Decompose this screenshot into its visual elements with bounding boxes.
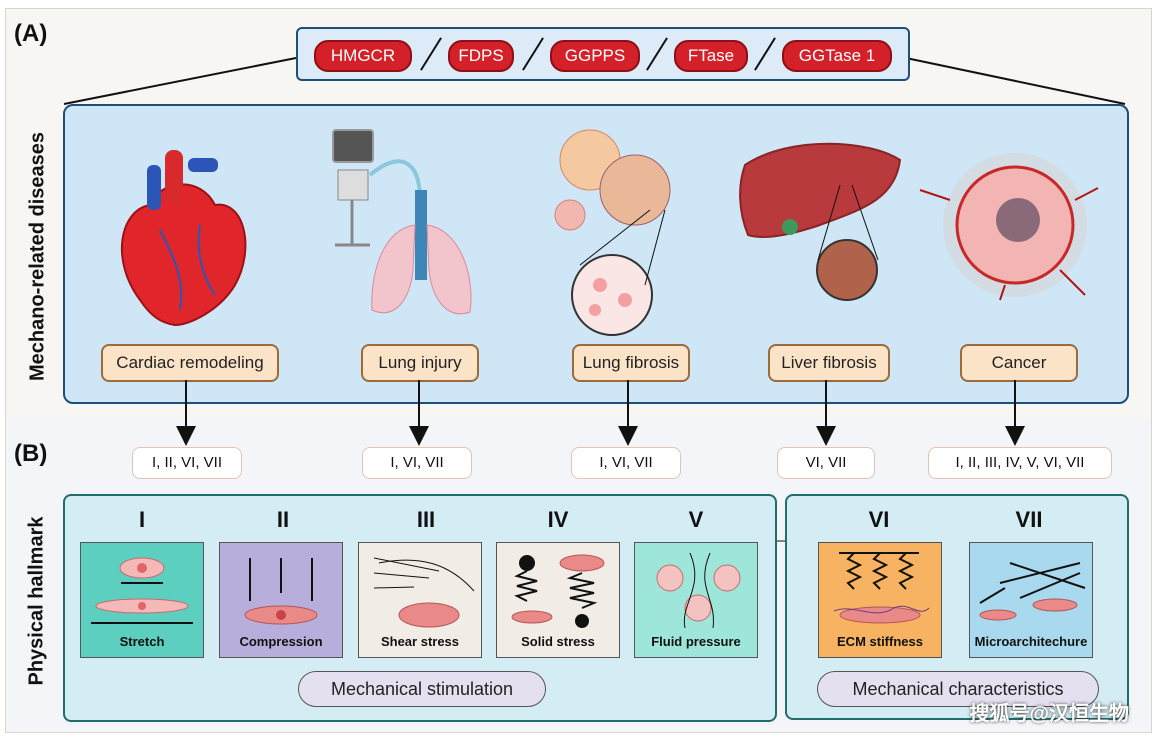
tile-shear-stress: Shear stress (358, 542, 482, 658)
hallmarks-cancer: I, II, III, IV, V, VI, VII (928, 447, 1112, 479)
caption-shear-stress: Shear stress (380, 634, 460, 649)
caption-microarchitecture: Microarchitechure (974, 634, 1088, 649)
disease-cardiac-remodeling: Cardiac remodeling (101, 344, 279, 382)
numeral-iii: III (416, 507, 436, 532)
enzyme-hmgcr: HMGCR (314, 40, 412, 72)
ecm-stiffness-illustration (833, 552, 930, 624)
stretch-illustration (91, 557, 193, 624)
tile-stretch: Stretch (80, 542, 204, 658)
heart-icon (120, 150, 247, 327)
panel-a-label: (A) (14, 20, 48, 47)
numeral-iv: IV (547, 507, 569, 532)
tumor-icon (919, 153, 1099, 301)
enzyme-ftase: FTase (674, 40, 748, 72)
tile-fluid-pressure: Fluid pressure (634, 542, 758, 658)
shear-illustration (373, 557, 475, 628)
hallmarks-liver-fibrosis: VI, VII (777, 447, 875, 479)
enzyme-ggpps: GGPPS (550, 40, 640, 72)
tile-solid-stress: Solid stress (496, 542, 620, 658)
hallmarks-lung-fibrosis: I, VI, VII (571, 447, 681, 479)
caption-ecm-stiffness: ECM stiffness (837, 634, 923, 649)
numeral-vii: VII (1015, 507, 1043, 532)
liver-icon (739, 142, 902, 301)
numeral-v: V (688, 507, 704, 532)
enzyme-bar: HMGCR FDPS GGPPS FTase GGTase 1 (296, 27, 910, 81)
numeral-vi: VI (868, 507, 890, 532)
disease-liver-fibrosis: Liver fibrosis (768, 344, 890, 382)
numeral-ii: II (276, 507, 290, 532)
microarchitecture-illustration (979, 562, 1086, 621)
tile-microarchitecture: Microarchitechure (969, 542, 1093, 658)
tile-ecm-stiffness: ECM stiffness (818, 542, 942, 658)
hallmarks-cardiac: I, II, VI, VII (132, 447, 242, 479)
caption-fluid-pressure: Fluid pressure (651, 634, 741, 649)
ventilator-lungs-icon (332, 129, 472, 315)
disease-cancer: Cancer (960, 344, 1078, 382)
caption-compression: Compression (239, 634, 323, 649)
disease-lung-fibrosis: Lung fibrosis (572, 344, 690, 382)
panel-b-label: (B) (14, 440, 48, 467)
caption-solid-stress: Solid stress (521, 634, 595, 649)
fibrotic-lung-icon (554, 129, 671, 336)
tile-compression: Compression (219, 542, 343, 658)
enzyme-ggtase1: GGTase 1 (782, 40, 892, 72)
mechanical-stimulation-label: Mechanical stimulation (298, 671, 546, 707)
fluid-pressure-illustration (656, 552, 741, 629)
enzyme-fdps: FDPS (448, 40, 514, 72)
mechanical-characteristics-label: Mechanical characteristics (817, 671, 1099, 707)
compression-illustration (244, 558, 318, 625)
solid-stress-illustration (511, 554, 605, 628)
watermark: 搜狐号@汉恒生物 (969, 703, 1129, 725)
caption-stretch: Stretch (119, 634, 165, 649)
numeral-i: I (138, 507, 146, 532)
hallmarks-lung-injury: I, VI, VII (362, 447, 472, 479)
